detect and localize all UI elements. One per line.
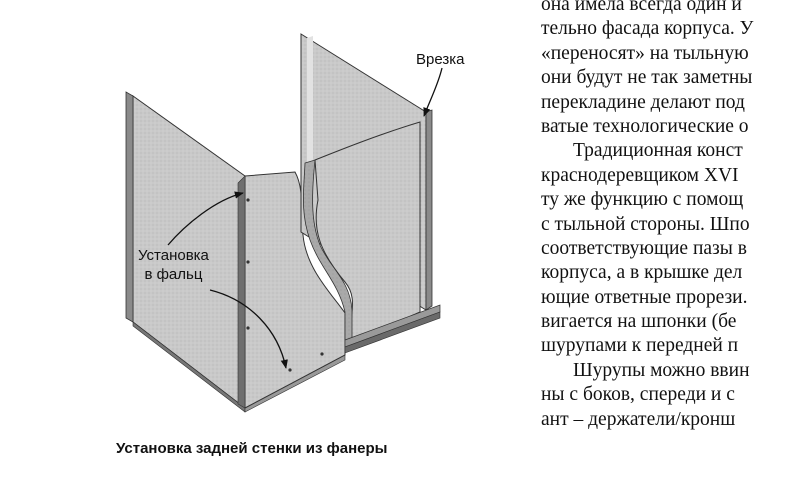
text-line: она имела всегда один и	[541, 0, 742, 15]
label-rebate-install: Установка в фальц	[138, 246, 209, 284]
right-back-panel	[302, 121, 421, 346]
callout-arrows	[167, 67, 443, 369]
text-line: ватые технологические о	[541, 115, 749, 137]
text-line: ту же функцию с помощ	[541, 189, 744, 211]
text-line: шурупами к передней п	[541, 335, 739, 357]
text-line: с тыльной стороны. Шпо	[541, 213, 750, 235]
text-line: ант – держатели/кронш	[541, 408, 736, 430]
text-line: «переносят» на тыльную	[541, 42, 749, 64]
body-text-column: она имела всегда один и тельно фасада ко…	[541, 0, 795, 432]
left-back-panel	[237, 171, 346, 409]
figure-caption: Установка задней стенки из фанеры	[116, 440, 388, 457]
text-line: Шурупы можно ввин	[573, 359, 750, 381]
text-line: ющие ответные прорези.	[541, 286, 748, 308]
text-line: корпуса, а в крышке дел	[541, 262, 743, 284]
text-line: тельно фасада корпуса. У	[541, 18, 754, 40]
label-rebate-line2: в фальц	[144, 266, 203, 283]
cabinet-illustration	[125, 33, 443, 413]
figure-plywood-back-panel: Врезка Установка в фальц Установка задне…	[116, 33, 465, 457]
text-line: вигается на шпонки (бе	[541, 311, 737, 333]
text-line: краснодеревщиком XVI	[541, 164, 739, 186]
text-line: перекладине делают под	[541, 91, 745, 113]
text-line: они будут не так заметны	[541, 67, 753, 89]
right-bottom-strip	[344, 304, 441, 354]
label-vrezka: Врезка	[416, 51, 465, 68]
text-line: соответствующие пазы в	[541, 237, 747, 259]
text-line: ны с боков, спереди и с	[541, 384, 735, 406]
label-rebate-line1: Установка	[138, 247, 209, 264]
text-line: Традиционная конст	[573, 140, 743, 162]
